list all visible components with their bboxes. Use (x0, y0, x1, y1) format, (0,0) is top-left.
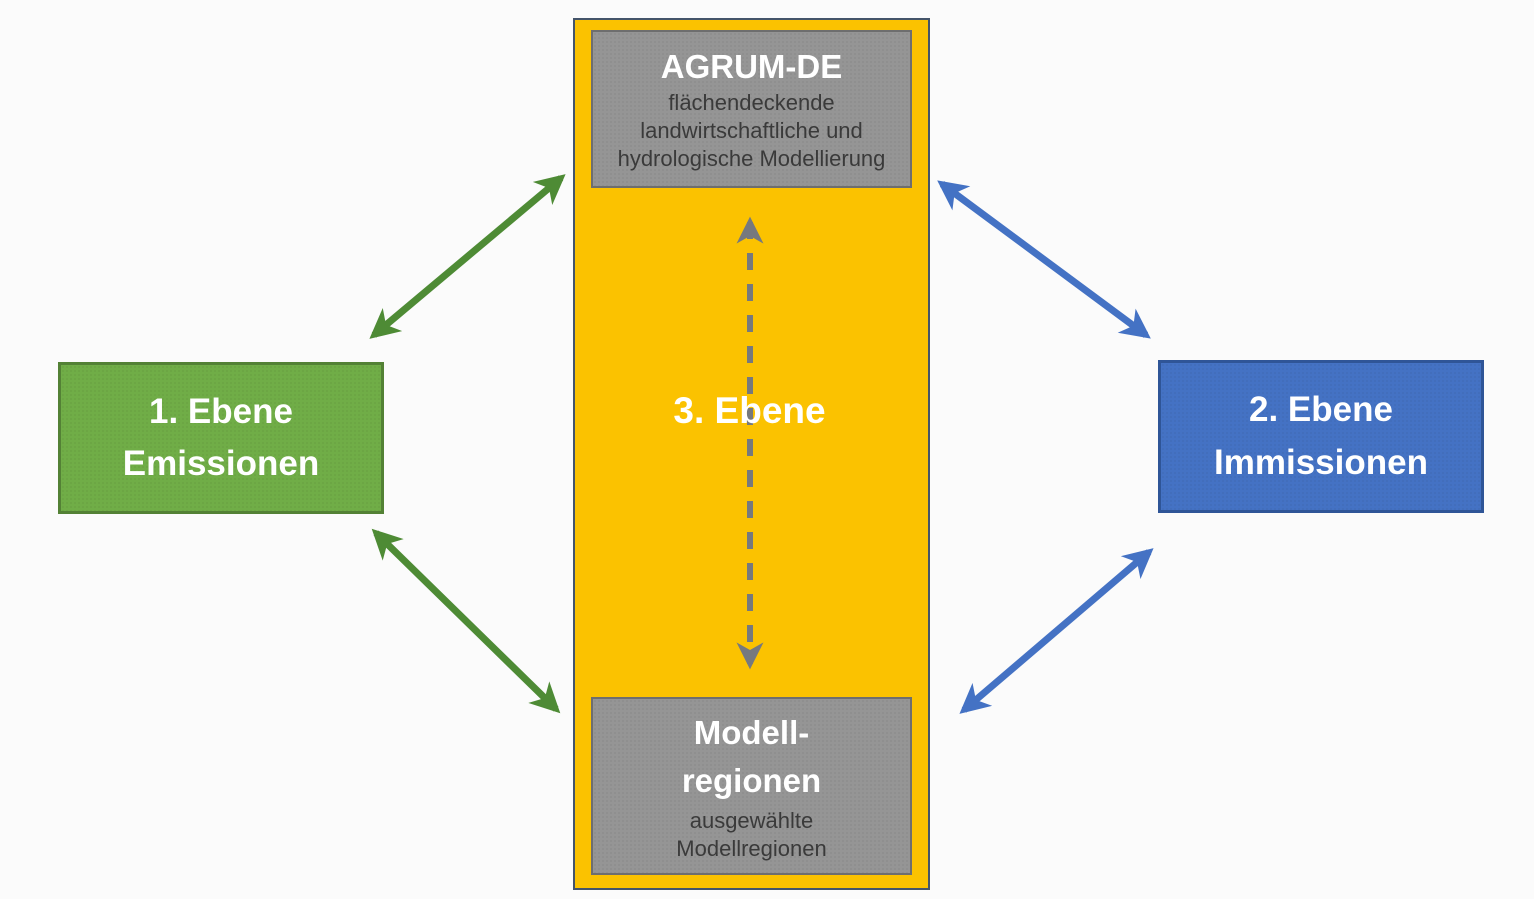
model-regions-subtitle: ausgewählte Modellregionen (676, 807, 826, 863)
blue-arrow-top (937, 180, 1151, 339)
level2-title-line2: Immissionen (1214, 442, 1428, 482)
level3-label: 3. Ebene (673, 390, 826, 431)
blue-arrow-bottom (959, 548, 1154, 714)
model-regions-box: Modell- regionen ausgewählte Modellregio… (591, 697, 912, 875)
agrum-de-subtitle-line3: hydrologische Modellierung (617, 145, 886, 171)
model-regions-title-line1: Modell- (693, 714, 810, 751)
model-regions-subtitle-line2: Modellregionen (676, 835, 827, 861)
agrum-de-box: AGRUM-DE flächendeckende landwirtschaftl… (591, 30, 912, 188)
green-arrow-top (369, 174, 566, 339)
model-regions-title-line2: regionen (681, 761, 822, 799)
agrum-de-subtitle-line1: flächendeckende (668, 89, 835, 115)
level1-title-line2: Emissionen (122, 444, 320, 483)
model-regions-subtitle-line1: ausgewählte (689, 807, 814, 833)
green-arrow-bottom (371, 528, 561, 714)
agrum-de-subtitle: flächendeckende landwirtschaftliche und … (618, 89, 886, 173)
level1-emissions-box: 1. Ebene Emissionen (58, 362, 384, 514)
level2-title-line1: 2. Ebene (1249, 390, 1393, 429)
agrum-de-subtitle-line2: landwirtschaftliche und (640, 117, 863, 143)
model-regions-title: Modell- regionen (682, 709, 821, 805)
level1-title-line1: 1. Ebene (149, 391, 293, 431)
agrum-de-title: AGRUM-DE (660, 47, 843, 85)
level2-immissions-box: 2. Ebene Immissionen (1158, 360, 1484, 513)
